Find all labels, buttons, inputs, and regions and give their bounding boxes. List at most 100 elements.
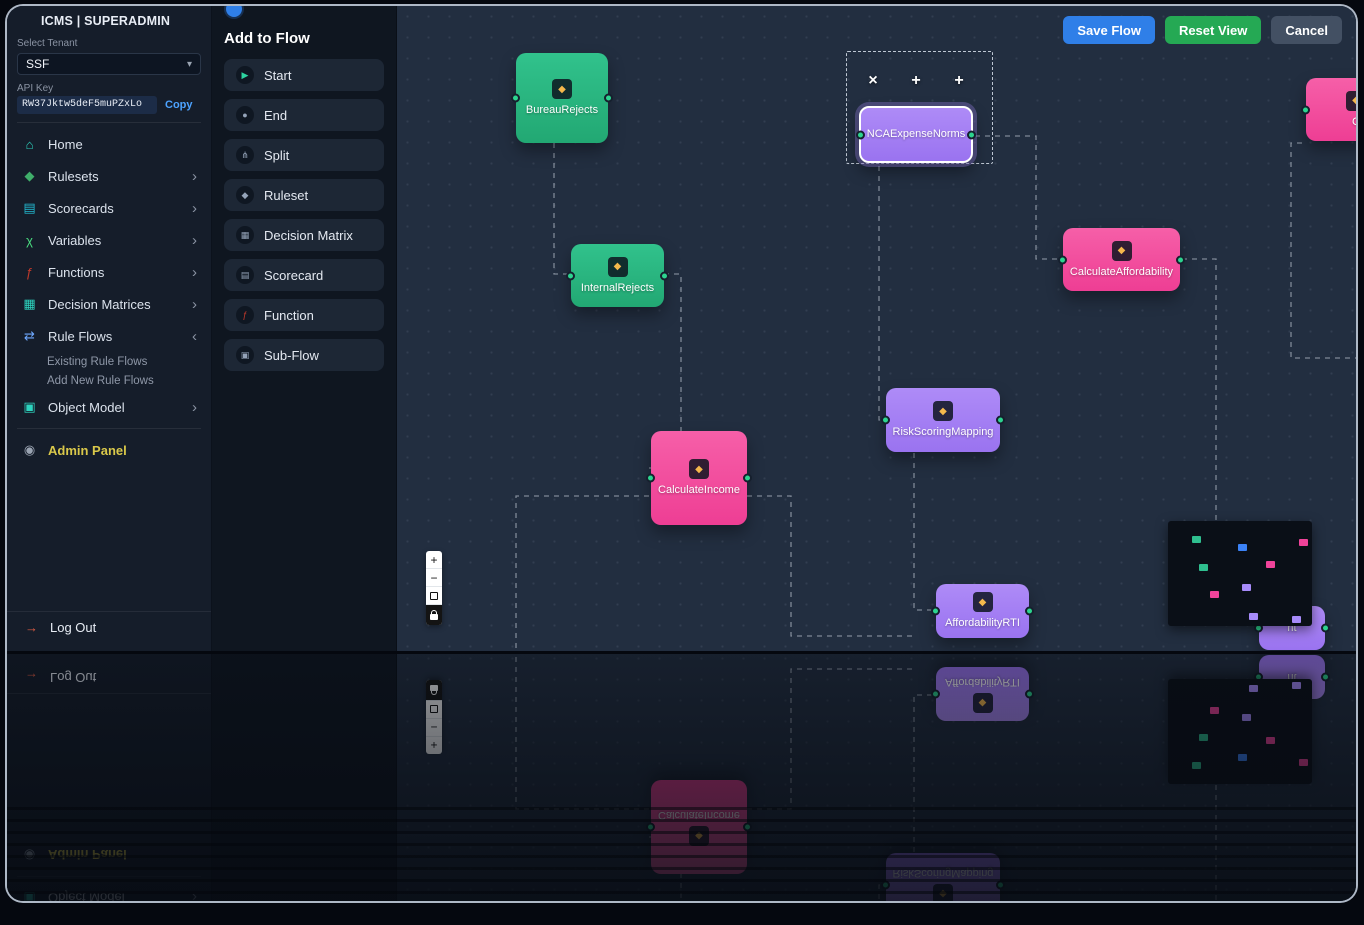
palette-item-start[interactable]: ▶Start [224,59,384,91]
flow-node-bureaurejects[interactable]: ◆BureauRejects [511,53,613,143]
palette-list: ▶Start ●End ⋔Split ◆ Ruleset ▦Decision Matrix… [224,59,384,371]
node-output-port[interactable] [604,93,613,103]
sidebar-item-label: Object Model [48,399,125,415]
palette-item-end[interactable]: ●End [224,99,384,131]
sidebar-item-label: Admin Panel [48,442,127,458]
sidebar-item-admin-panel[interactable]: ◉Admin Panel [7,435,211,465]
api-key-label: API Key [17,83,54,94]
node-input-port[interactable] [931,606,940,616]
panel-toggle-button[interactable] [226,6,242,17]
add-output-port-button[interactable]: + [954,72,964,89]
sidebar-item-scorecards[interactable]: ▤Scorecards› [7,193,211,223]
reflection: ICMS | SUPERADMIN Select Tenant SSF ▾ AP… [7,651,1356,901]
flow-node-internalrejects[interactable]: ◆InternalRejects [566,244,669,307]
sidebar-item-label: Rulesets [48,168,99,184]
zoom-out-button[interactable]: − [426,569,442,587]
sidebar-item-label: Add New Rule Flows [47,375,154,387]
sidebar-item-existing-rule-flows[interactable]: Existing Rule Flows [7,353,211,371]
sidebar-item-rulesets[interactable]: ◆Rulesets› [7,161,211,191]
sidebar-item-label: Rule Flows [48,328,113,344]
chevron-right-icon: › [192,167,197,185]
add-input-port-button[interactable]: + [911,72,921,89]
sidebar: ICMS | SUPERADMIN Select Tenant SSF ▾ AP… [7,6,212,651]
delete-node-button[interactable]: × [868,72,878,89]
node-output-port[interactable] [743,473,752,483]
scorecard-icon: ▤ [23,200,36,215]
node-input-port[interactable] [646,473,655,483]
palette-item-ruleset[interactable]: ◆ Ruleset [224,179,384,211]
logout-label: Log Out [50,620,97,635]
minimap-node [1265,561,1275,569]
sidebar-item-object-model[interactable]: ▣Object Model› [7,392,211,422]
palette-item-decision-matrix[interactable]: ▦Decision Matrix [224,219,384,251]
node-output-port[interactable] [1321,623,1330,633]
flow-edge [553,143,567,275]
palette-item-label: Split [264,147,290,163]
sidebar-item-label: Variables [48,232,102,248]
sidebar-item-add-new-rule-flows[interactable]: Add New Rule Flows [7,372,211,390]
flow-node-affordabilityrti[interactable]: ◆AffordabilityRTI [931,584,1034,638]
node-input-port[interactable] [1301,105,1310,114]
logout-icon: → [25,620,38,635]
fit-view-button[interactable] [426,587,442,605]
node-output-port[interactable] [1025,606,1034,616]
node-input-port[interactable] [1058,255,1067,264]
node-label: RiskScoringMapping [892,426,994,439]
logout-button[interactable]: → Log Out [7,611,211,643]
palette-item-split[interactable]: ⋔Split [224,139,384,171]
ruleset-icon: ◆ [236,186,254,204]
sidebar-item-decision-matrices[interactable]: ▦Decision Matrices› [7,289,211,319]
node-label: InternalRejects [580,281,655,294]
sidebar-item-rule-flows[interactable]: ⇄Rule Flows‹ [7,321,211,351]
node-input-port[interactable] [511,93,520,103]
flow-edge [1290,142,1356,359]
flow-node-calculateaffordability[interactable]: ◆CalculateAffordability [1058,228,1185,291]
app-window: ICMS | SUPERADMIN Select Tenant SSF ▾ AP… [7,654,1356,901]
zoom-in-button[interactable]: + [426,551,442,569]
app-window: ICMS | SUPERADMIN Select Tenant SSF ▾ AP… [7,6,1356,651]
variable-icon: χ [26,232,33,248]
save-flow-button[interactable]: Save Flow [1063,16,1155,44]
flow-canvas[interactable]: Save Flow Reset View Cancel ◆BureauRejec… [397,6,1356,651]
flow-node-riskscoringmapping[interactable]: ◆ RiskScoringMapping [881,388,1005,452]
node-output-port[interactable] [996,415,1005,425]
minimap[interactable] [1168,521,1312,626]
flow-icon: ⇄ [24,328,35,343]
copy-button[interactable]: Copy [165,99,193,111]
divider [17,428,201,429]
object-model-icon: ▣ [23,399,36,414]
node-type-icon: ◆ [552,79,572,100]
chevron-right-icon: › [192,295,197,313]
lock-button[interactable] [426,605,442,625]
node-output-port[interactable] [1176,255,1185,264]
sidebar-item-home[interactable]: ⌂Home [7,129,211,159]
minimap-node [1248,612,1258,620]
fit-view-icon [430,591,438,600]
decision-matrix-icon: ▦ [236,226,254,244]
palette-item-label: Ruleset [264,187,309,203]
scorecard-icon: ▤ [236,266,254,284]
node-label: NCAExpenseNorms [866,128,966,141]
api-key-field[interactable]: RW37Jktw5deF5muPZxLo [17,96,157,114]
node-output-port[interactable] [660,271,669,280]
palette-item-sub-flow[interactable]: ▣Sub-Flow [224,339,384,371]
tenant-select[interactable]: SSF ▾ [17,53,201,75]
node-input-port[interactable] [881,415,890,425]
palette-item-scorecard[interactable]: ▤Scorecard [224,259,384,291]
node-output-port[interactable] [967,130,976,139]
flow-node-calculateincome[interactable]: ◆CalculateIncome [646,431,752,525]
minimap-node [1242,584,1251,592]
reset-view-button[interactable]: Reset View [1164,16,1262,44]
node-type-icon: ◆ [1111,240,1132,261]
matrix-icon: ▦ [23,296,36,311]
node-input-port[interactable] [856,130,865,139]
node-input-port[interactable] [566,271,575,280]
cancel-button[interactable]: Cancel [1271,16,1342,44]
node-label: CalculateIncome [658,484,740,497]
node-type-icon: ◆ [933,401,953,422]
flow-node-ncaexpensenorms[interactable]: NCAExpenseNorms [856,106,976,163]
flow-node-edge-right-node[interactable]: ◆C [1301,78,1356,141]
